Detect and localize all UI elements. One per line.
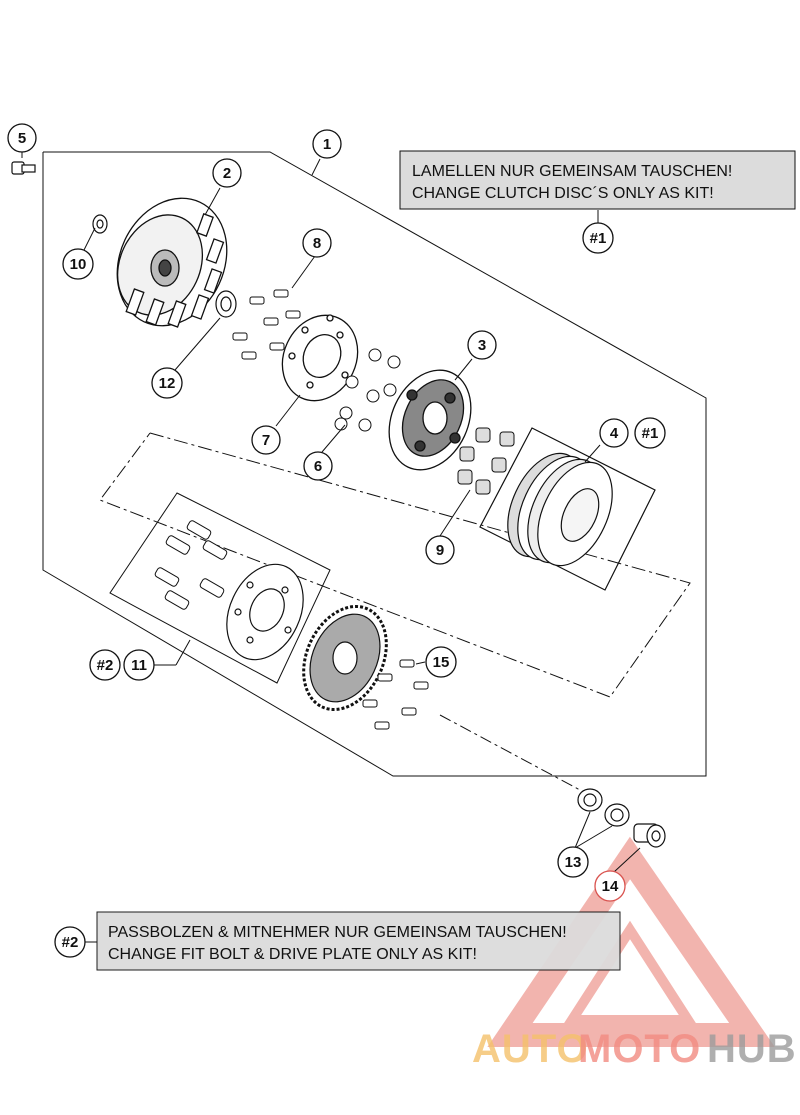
svg-text:1: 1: [323, 136, 331, 153]
leader-lines: [21, 152, 641, 943]
watermark-word-moto: MOTO: [578, 1027, 701, 1071]
svg-text:12: 12: [159, 375, 176, 392]
assembly-outline: [42, 151, 707, 777]
fit-bolts-part-11: [154, 520, 228, 610]
svg-text:#1: #1: [642, 425, 659, 442]
svg-text:6: 6: [314, 458, 322, 475]
callout-7: 7: [251, 425, 281, 455]
pressure-plate-part-3: [388, 369, 472, 471]
callout-8: 8: [302, 228, 332, 258]
callout-kit2-note: #2: [54, 926, 86, 958]
svg-text:4: 4: [610, 425, 619, 442]
bushing-part-14: [633, 823, 666, 848]
kit-note-1-line-1: LAMELLEN NUR GEMEINSAM TAUSCHEN!: [412, 163, 732, 180]
svg-text:2: 2: [223, 165, 231, 182]
needle-bearings-part-13: [577, 788, 630, 827]
washer-part-12: [215, 290, 237, 318]
fit-bolt-kit-box: [109, 492, 331, 684]
svg-text:3: 3: [478, 337, 486, 354]
kit-note-2-line-1: PASSBOLZEN & MITNEHMER NUR GEMEINSAM TAU…: [108, 924, 567, 941]
svg-text:11: 11: [131, 657, 147, 674]
kit-note-1-line-2: CHANGE CLUTCH DISC´S ONLY AS KIT!: [412, 185, 714, 202]
springs-part-9: [457, 427, 515, 495]
callout-12: 12: [151, 367, 183, 399]
clutch-basket-part-2: [116, 197, 228, 328]
callout-10: 10: [62, 248, 94, 280]
kit-note-2: PASSBOLZEN & MITNEHMER NUR GEMEINSAM TAU…: [96, 911, 621, 971]
svg-text:#2: #2: [62, 934, 79, 951]
callout-6: 6: [303, 451, 333, 481]
callout-15: 15: [425, 646, 457, 678]
svg-text:13: 13: [565, 854, 582, 871]
callout-1: 1: [312, 129, 342, 159]
watermark-text: AUTO MOTO HUB: [472, 1027, 797, 1071]
callout-14: 14: [594, 870, 626, 902]
callout-4: 4: [599, 418, 629, 448]
callout-9: 9: [425, 535, 455, 565]
callouts: 5 1 2 #1 8 10 3 12 4 #1 7 6 9 #2 11 15 1…: [7, 123, 666, 958]
svg-text:15: 15: [433, 654, 450, 671]
svg-text:#1: #1: [590, 230, 607, 247]
callout-13: 13: [557, 846, 589, 878]
svg-text:#2: #2: [97, 657, 114, 674]
svg-text:8: 8: [313, 235, 321, 252]
washer-part-10: [92, 214, 108, 234]
svg-text:10: 10: [70, 256, 87, 273]
watermark-word-auto: AUTO: [472, 1027, 589, 1071]
screws-part-8: [232, 289, 301, 360]
axis-line: [439, 714, 581, 791]
svg-text:14: 14: [602, 878, 619, 895]
svg-text:7: 7: [262, 432, 270, 449]
callout-3: 3: [467, 330, 497, 360]
callout-kit2-bolts: #2: [89, 649, 121, 681]
svg-text:5: 5: [18, 130, 26, 147]
callout-11: 11: [123, 649, 155, 681]
gear-part-15: [302, 604, 388, 712]
bolt-part-5: [11, 161, 36, 175]
kit-note-1: LAMELLEN NUR GEMEINSAM TAUSCHEN! CHANGE …: [399, 150, 796, 210]
clutch-discs-part-4: [507, 452, 613, 567]
svg-text:9: 9: [436, 542, 444, 559]
callout-kit1-top: #1: [582, 222, 614, 254]
callout-2: 2: [212, 158, 242, 188]
drive-plate-part-11: [226, 563, 304, 661]
ring-plate-part-7: [281, 314, 359, 402]
screws-part-15: [362, 659, 429, 730]
clutch-disc-kit-box: [479, 427, 656, 591]
watermark-word-hub: HUB: [707, 1027, 797, 1071]
callout-5: 5: [7, 123, 37, 153]
kit-note-2-line-2: CHANGE FIT BOLT & DRIVE PLATE ONLY AS KI…: [108, 946, 477, 963]
balls-part-6: [334, 348, 401, 432]
callout-kit1-disc: #1: [634, 417, 666, 449]
